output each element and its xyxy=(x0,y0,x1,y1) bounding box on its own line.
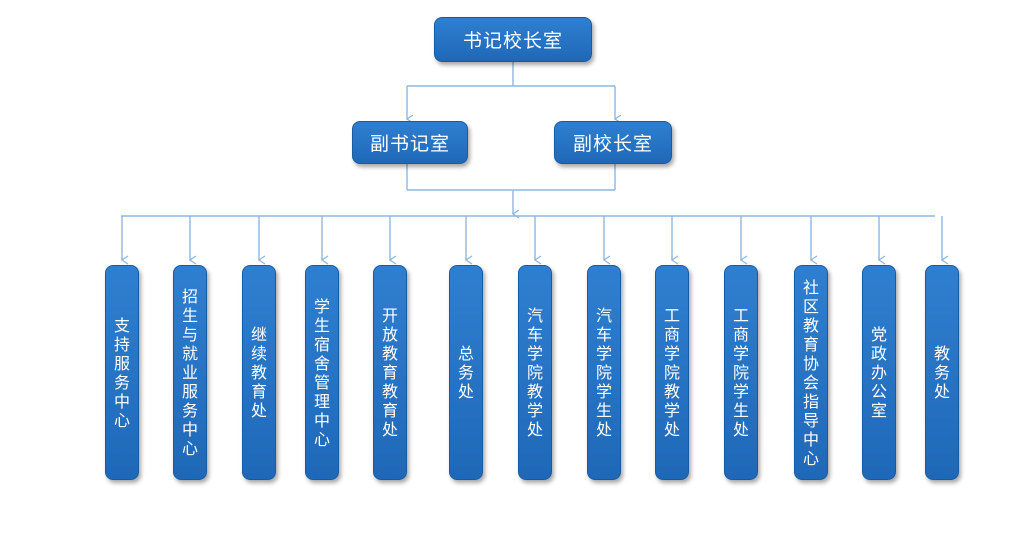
deputy-node-label: 副书记室 xyxy=(369,133,450,155)
department-node-3[interactable]: 继续教育处 xyxy=(242,265,276,480)
department-node-12[interactable]: 党政办公室 xyxy=(862,265,896,480)
department-node-13[interactable]: 教务处 xyxy=(925,265,959,480)
department-node-label: 社区教育协会指导中心 xyxy=(802,277,819,468)
department-node-label: 开放教育教育处 xyxy=(381,306,398,439)
department-node-2[interactable]: 招生与就业服务中心 xyxy=(173,265,207,480)
department-node-5[interactable]: 开放教育教育处 xyxy=(373,265,407,480)
department-node-label: 汽车学院教学处 xyxy=(526,306,543,439)
department-node-label: 工商学院教学处 xyxy=(663,306,680,439)
department-node-label: 招生与就业服务中心 xyxy=(181,287,198,458)
department-node-10[interactable]: 工商学院学生处 xyxy=(724,265,758,480)
department-node-8[interactable]: 汽车学院学生处 xyxy=(587,265,621,480)
department-node-label: 党政办公室 xyxy=(870,325,887,420)
department-node-7[interactable]: 汽车学院教学处 xyxy=(518,265,552,480)
department-node-label: 继续教育处 xyxy=(250,325,267,420)
deputy-node-label: 副校长室 xyxy=(572,133,653,155)
department-node-9[interactable]: 工商学院教学处 xyxy=(655,265,689,480)
department-node-11[interactable]: 社区教育协会指导中心 xyxy=(794,265,828,480)
top-node-label: 书记校长室 xyxy=(462,30,563,52)
department-node-label: 学生宿舍管理中心 xyxy=(313,296,330,449)
department-node-4[interactable]: 学生宿舍管理中心 xyxy=(305,265,339,480)
top-node[interactable]: 书记校长室 xyxy=(434,17,592,62)
department-node-6[interactable]: 总务处 xyxy=(449,265,483,480)
deputy-node-1[interactable]: 副书记室 xyxy=(352,121,468,164)
department-node-1[interactable]: 支持服务中心 xyxy=(105,265,139,480)
department-node-label: 工商学院学生处 xyxy=(732,306,749,439)
department-node-label: 支持服务中心 xyxy=(113,315,130,430)
department-node-label: 汽车学院学生处 xyxy=(595,306,612,439)
department-node-label: 总务处 xyxy=(457,344,474,401)
department-node-label: 教务处 xyxy=(933,344,950,401)
deputy-node-2[interactable]: 副校长室 xyxy=(554,121,672,164)
